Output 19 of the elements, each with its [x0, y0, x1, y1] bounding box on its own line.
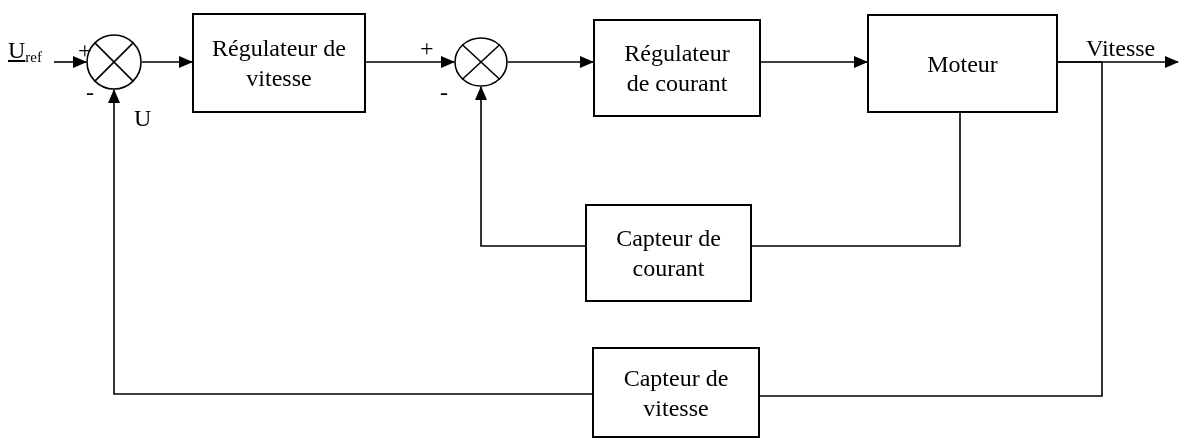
sign-label: + — [420, 36, 434, 60]
arrow — [365, 56, 455, 68]
arrow — [141, 56, 193, 68]
sign-label: - — [86, 80, 94, 104]
process-block: Régulateur de courant — [593, 19, 761, 117]
arrow — [475, 86, 586, 247]
input-signal-label: U$_{ref}$ — [8, 38, 54, 66]
process-block: Capteur de vitesse — [592, 347, 760, 438]
arrow — [108, 89, 593, 395]
sign-label: U — [134, 106, 152, 130]
arrow — [507, 56, 594, 68]
arrow — [760, 56, 868, 68]
sign-label: - — [440, 80, 448, 104]
process-block: Régulateur de vitesse — [192, 13, 366, 113]
process-block: Moteur — [867, 14, 1058, 113]
sign-label: + — [78, 38, 92, 62]
summing-junction — [454, 37, 508, 87]
process-block: Capteur de courant — [585, 204, 752, 302]
arrow — [53, 56, 87, 68]
